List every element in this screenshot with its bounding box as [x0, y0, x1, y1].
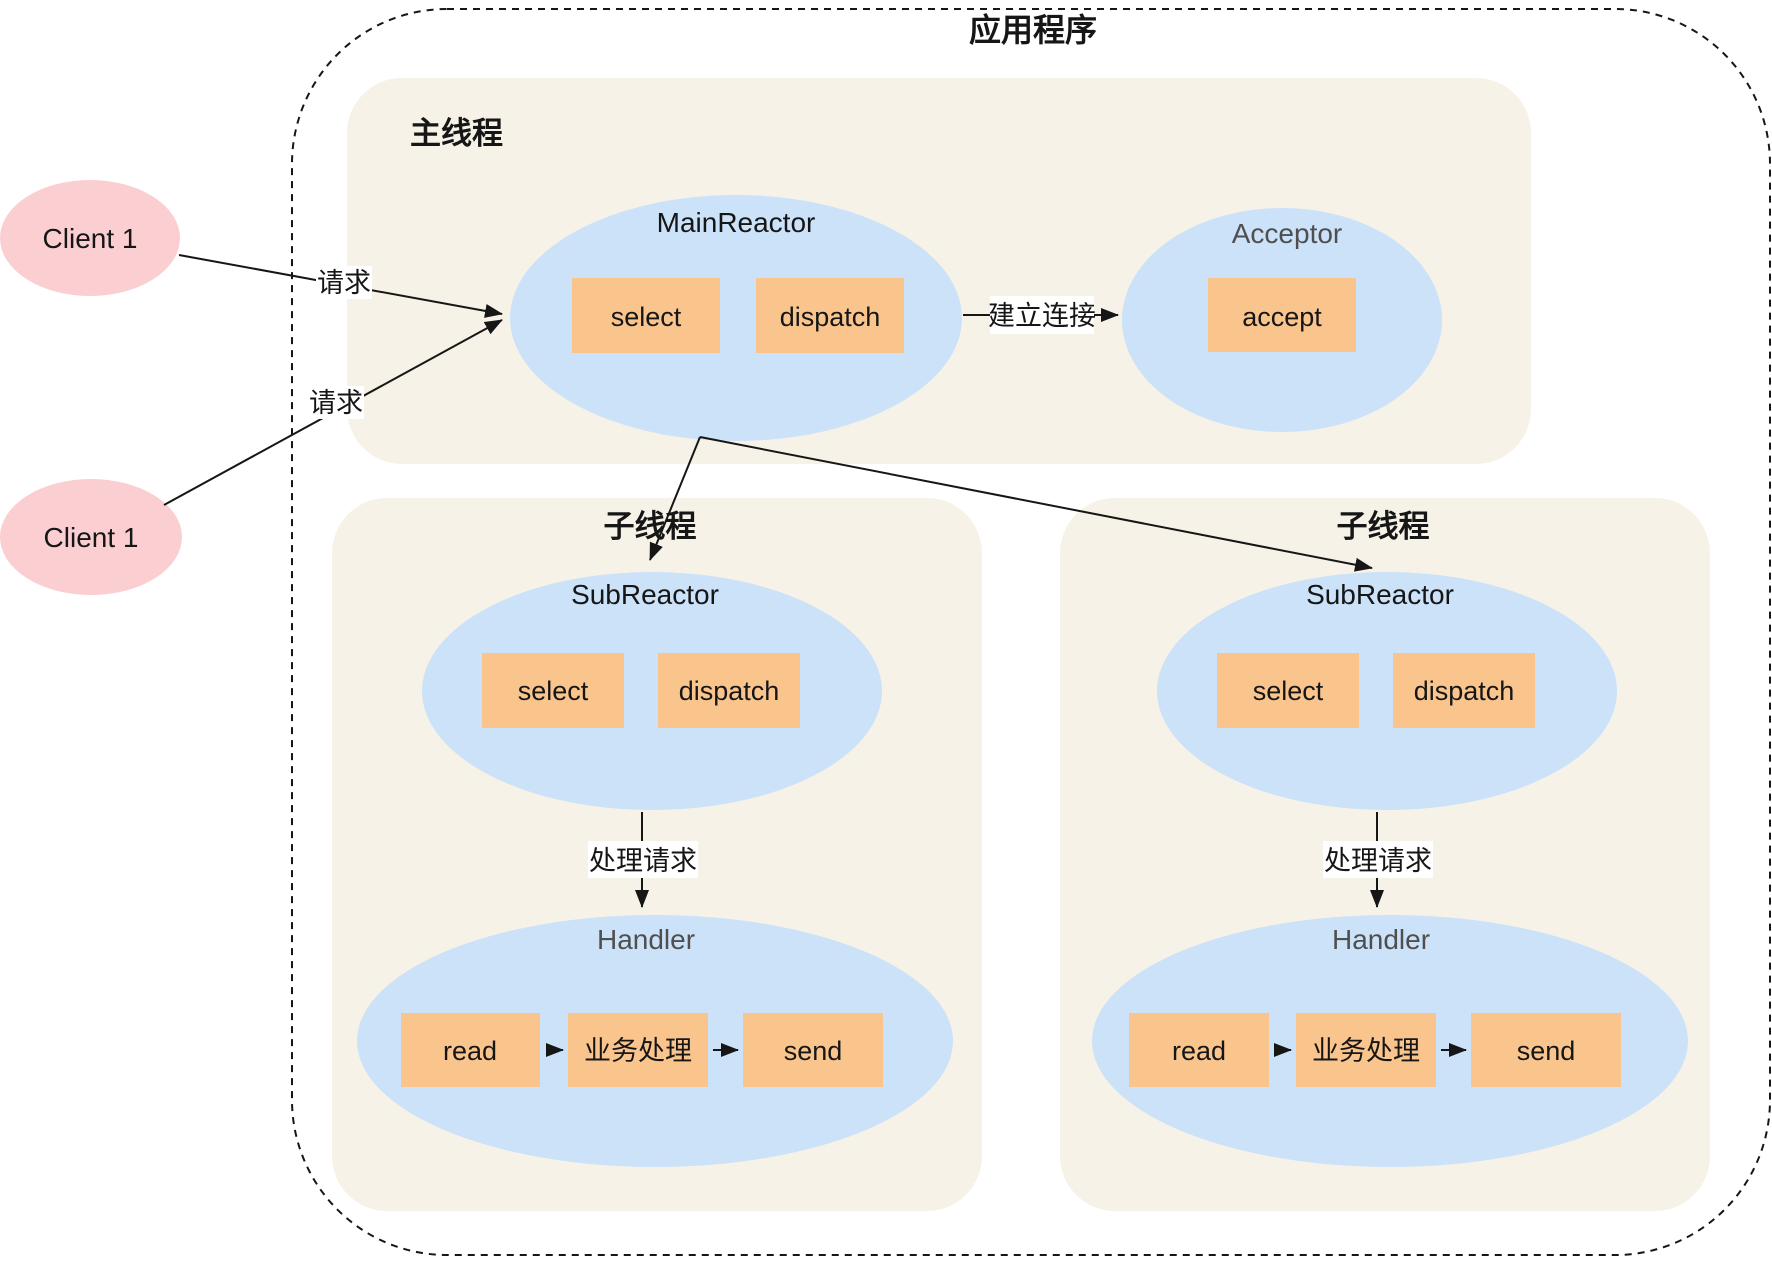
subreactor-1-ellipse [422, 572, 882, 810]
main-reactor-dispatch-box [756, 278, 904, 353]
subreactor-1-select-box [482, 653, 624, 728]
request-2-label: 请求 [309, 388, 363, 418]
subreactor-1-dispatch-label: dispatch [679, 676, 780, 706]
main-reactor-ellipse [510, 195, 962, 441]
edge-main-to-subreactor-1 [649, 436, 701, 561]
request-2-label-bg [308, 386, 364, 419]
client-2-label: Client 1 [44, 522, 139, 553]
request-1-label-bg [316, 266, 372, 299]
handler-2-read-box [1129, 1013, 1269, 1087]
application-boundary [291, 8, 1771, 1256]
establish-connection-label: 建立连接 [988, 301, 1096, 331]
subreactor-1-dispatch-box [658, 653, 800, 728]
process-request-2-label: 处理请求 [1324, 846, 1432, 876]
handler-1-read-label: read [443, 1036, 497, 1066]
handler-1-title: Handler [597, 924, 695, 955]
client-1-ellipse [0, 180, 180, 296]
subreactor-2-select-box [1217, 653, 1359, 728]
subreactor-2-select-label: select [1253, 676, 1324, 706]
acceptor-accept-label: accept [1242, 302, 1322, 332]
subreactor-2-dispatch-label: dispatch [1414, 676, 1515, 706]
sub-thread-2-label: 子线程 [1337, 509, 1430, 544]
process-request-2-label-bg [1323, 841, 1433, 878]
process-request-1-label-bg [588, 841, 698, 878]
acceptor-title: Acceptor [1232, 218, 1343, 249]
handler-2-read-label: read [1172, 1036, 1226, 1066]
handler-1-read-box [401, 1013, 540, 1087]
handler-1-process-box [568, 1013, 708, 1087]
sub-thread-1-label: 子线程 [604, 509, 697, 544]
subreactor-2-dispatch-box [1393, 653, 1535, 728]
handler-1-process-label: 业务处理 [584, 1036, 692, 1066]
client-2-ellipse [0, 479, 182, 595]
handler-2-title: Handler [1332, 924, 1430, 955]
handler-2-send-label: send [1517, 1036, 1576, 1066]
subreactor-2-ellipse [1157, 572, 1617, 810]
main-reactor-select-box [572, 278, 720, 353]
main-reactor-select-label: select [611, 302, 682, 332]
main-reactor-dispatch-label: dispatch [780, 302, 881, 332]
handler-2-process-label: 业务处理 [1312, 1036, 1420, 1066]
handler-2-send-box [1471, 1013, 1621, 1087]
handler-1-send-label: send [784, 1036, 843, 1066]
process-request-1-label: 处理请求 [589, 846, 697, 876]
application-title: 应用程序 [969, 12, 1097, 48]
handler-2-process-box [1296, 1013, 1436, 1087]
subreactor-1-select-label: select [518, 676, 589, 706]
handler-1-send-box [743, 1013, 883, 1087]
acceptor-accept-box [1208, 278, 1356, 352]
subreactor-1-title: SubReactor [571, 579, 719, 610]
main-thread-label: 主线程 [410, 116, 503, 151]
subreactor-2-title: SubReactor [1306, 579, 1454, 610]
client-1-label: Client 1 [43, 223, 138, 254]
edge-main-to-subreactor-2 [699, 436, 1373, 572]
request-1-label: 请求 [317, 268, 371, 298]
establish-connection-label-bg [990, 296, 1094, 334]
main-reactor-title: MainReactor [657, 207, 816, 238]
